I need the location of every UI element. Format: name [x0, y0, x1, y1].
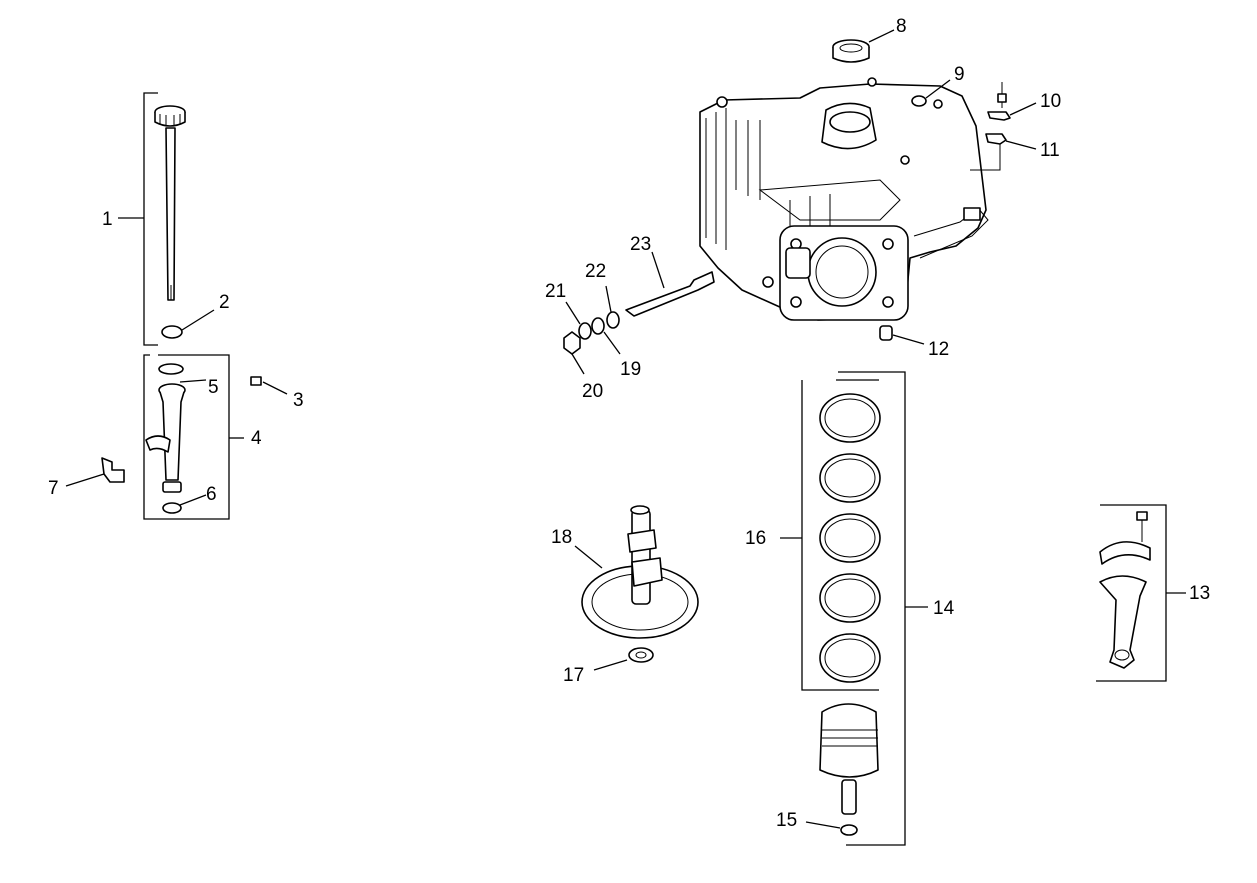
callout-9: 9 [954, 64, 965, 85]
piston-ring-set-part [780, 371, 928, 846]
callout-19: 19 [620, 359, 641, 380]
connecting-rod-13-part [1096, 504, 1186, 682]
callout-8: 8 [896, 16, 907, 37]
callout-11: 11 [1040, 140, 1060, 161]
piston-15-part [805, 703, 879, 836]
callout-13: 13 [1189, 583, 1210, 604]
nut-20-part [563, 331, 585, 375]
bolt-9-part [911, 79, 951, 107]
callout-18: 18 [551, 527, 572, 548]
callout-4: 4 [251, 428, 262, 449]
governor-shaft-23-part [625, 251, 715, 317]
screw-3-part [250, 376, 288, 395]
callout-7: 7 [48, 478, 59, 499]
seal-8-part [832, 29, 895, 63]
callout-21: 21 [545, 281, 566, 302]
bracket-7-part [65, 457, 125, 487]
washer-21-part [565, 301, 592, 340]
callout-22: 22 [585, 261, 606, 282]
callout-6: 6 [206, 484, 217, 505]
callout-10: 10 [1040, 91, 1061, 112]
washer-19-part [591, 317, 621, 355]
clip-11-part [970, 133, 1037, 171]
callout-2: 2 [219, 292, 230, 313]
o-ring-2-part [161, 309, 215, 339]
callout-5: 5 [208, 377, 219, 398]
callout-14: 14 [933, 598, 955, 619]
callout-1: 1 [102, 209, 113, 230]
dowel-12-part [879, 325, 925, 345]
dipstick-part [118, 92, 186, 346]
callout-23: 23 [630, 234, 651, 255]
camshaft-18-part [574, 505, 699, 639]
callout-20: 20 [582, 381, 603, 402]
callout-15: 15 [776, 810, 797, 831]
clip-10-part [987, 82, 1037, 121]
washer-22-part [605, 285, 620, 329]
crankcase-part [699, 77, 989, 321]
callout-12: 12 [928, 339, 949, 360]
callout-17: 17 [563, 665, 584, 686]
oil-fill-tube-part [143, 354, 244, 520]
callout-3: 3 [293, 390, 304, 411]
washer-17-part [593, 647, 654, 671]
callout-16: 16 [745, 528, 766, 549]
